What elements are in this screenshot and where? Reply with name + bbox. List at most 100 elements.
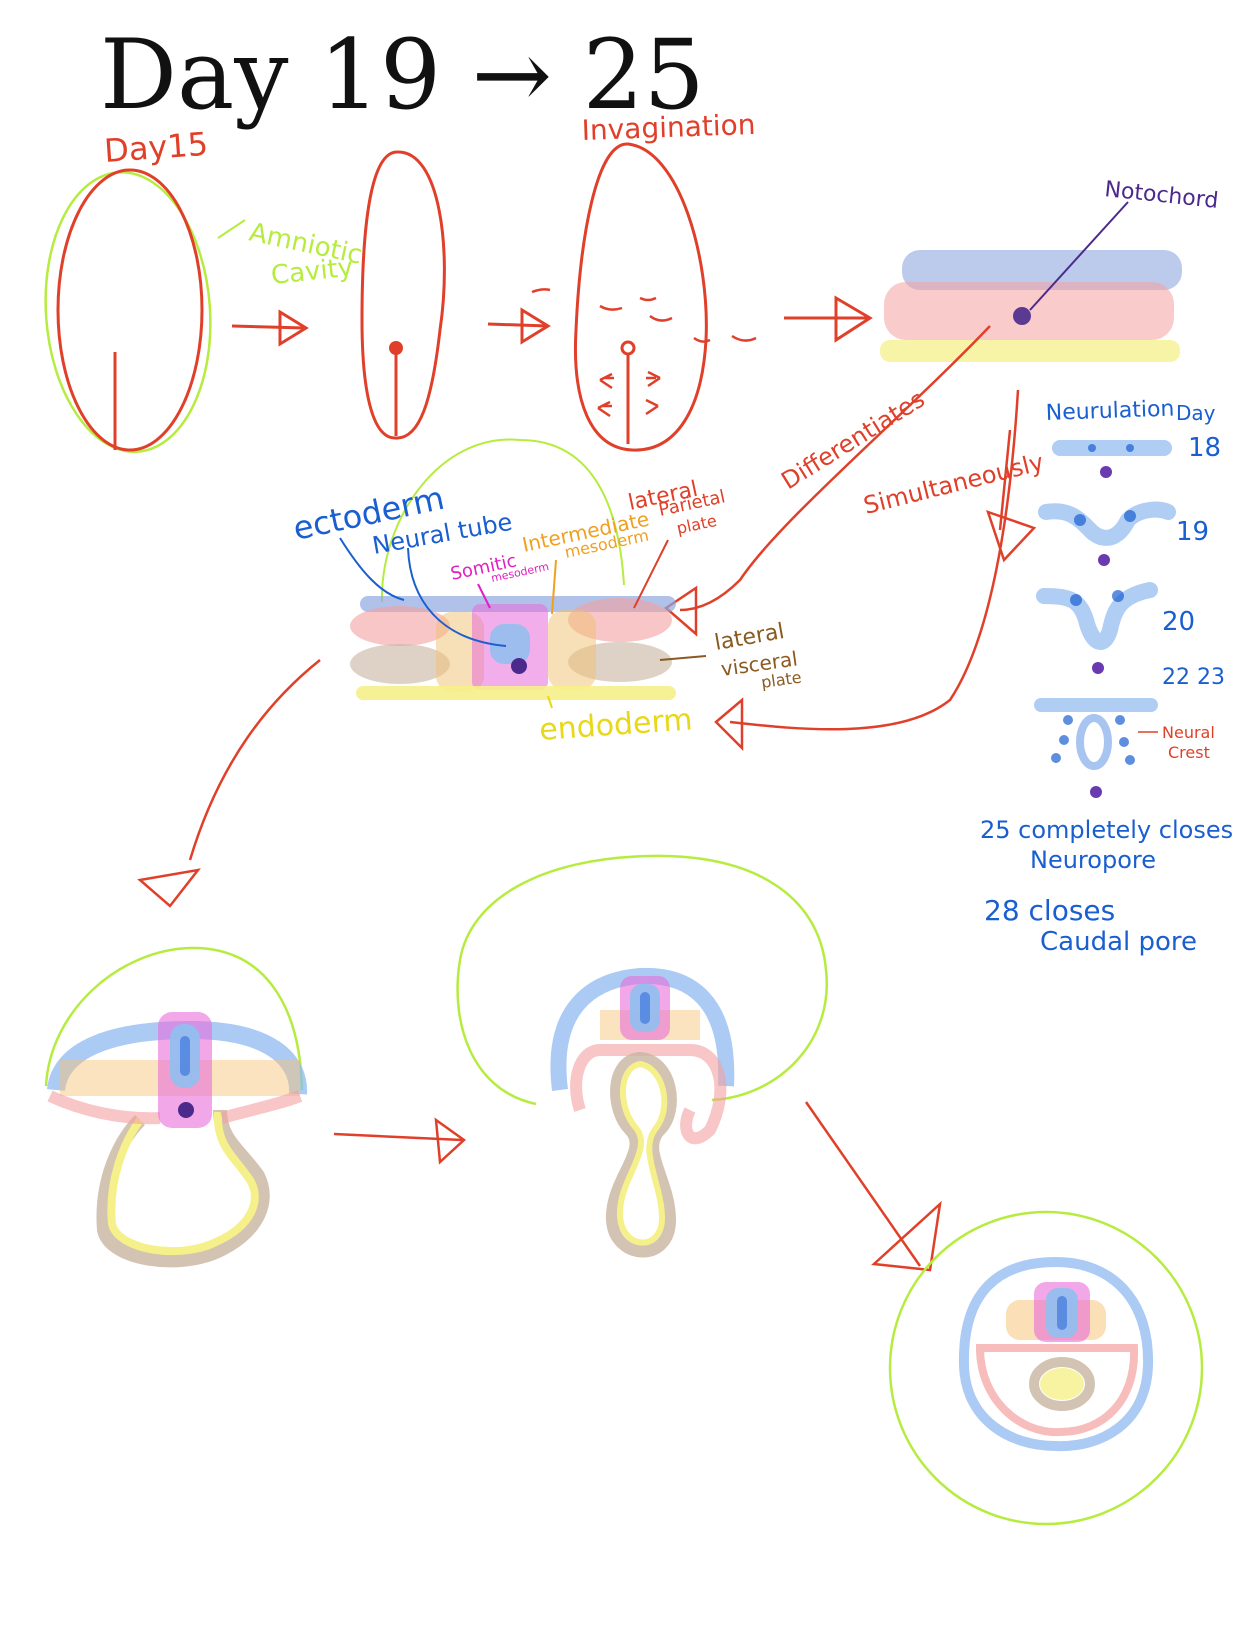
primitive-node-dot	[389, 341, 403, 355]
stage-day-22-23: 22 23 Neural Crest	[1034, 665, 1225, 798]
plate-dot-18b	[1126, 444, 1134, 452]
invagination-dashes	[531, 288, 757, 343]
visceral-mesoderm-left	[350, 644, 450, 684]
flow-arrow-stage	[333, 1117, 466, 1165]
notochord-pointer	[1029, 201, 1129, 311]
notochord-dot	[1013, 307, 1031, 325]
notochord-label: Notochord	[1103, 177, 1219, 214]
flow-arrow-1	[231, 309, 309, 347]
fold-arrow	[188, 659, 321, 861]
stage2-amnion	[456, 854, 829, 1106]
flow-arrow-3	[784, 295, 873, 343]
neural-groove-20	[1036, 582, 1158, 650]
stage-day-20: 20	[1036, 582, 1195, 674]
notochord-20	[1092, 662, 1104, 674]
crest-dot-6	[1125, 755, 1135, 765]
neural-groove-19	[1038, 501, 1176, 546]
stage1-neural-lumen	[180, 1036, 190, 1076]
fold-dot-20b	[1112, 590, 1124, 602]
folding-stage-1	[44, 946, 308, 1268]
stage1-somatic-pink	[47, 1090, 303, 1125]
neurulation-arrow	[986, 429, 1037, 563]
cavity-label: Cavity	[270, 253, 355, 291]
stage2-yolk-inner	[616, 1060, 668, 1246]
neurulation-heading: Neurulation	[1045, 397, 1174, 426]
stage2-body-wall	[570, 1044, 727, 1145]
amniotic-pointer	[217, 219, 246, 239]
day15-embryonic-disc	[44, 168, 212, 454]
stage2-yolk-outer	[605, 1051, 677, 1258]
ectoderm-layer	[902, 250, 1182, 290]
flow-arrow-final	[804, 1101, 942, 1272]
parietal-mesoderm-left	[350, 606, 450, 646]
section-endoderm	[356, 686, 676, 700]
stage3-body-wall	[975, 1344, 1139, 1437]
endoderm-label: endoderm	[538, 702, 693, 748]
stage1-yolk-inner	[107, 1111, 259, 1256]
differentiates-arrowhead	[663, 585, 698, 637]
neural-tube-pointer	[407, 547, 507, 647]
differentiates-label: Differentiates	[776, 385, 929, 495]
crest-dot-4	[1119, 737, 1129, 747]
section-notochord	[511, 658, 527, 674]
somitic-pointer	[477, 583, 491, 609]
migrating-cell-arrows	[597, 370, 661, 418]
endoderm-layer	[880, 340, 1180, 362]
neural-crest-label-2: Crest	[1168, 743, 1210, 762]
intermediate-mesoderm-right	[548, 610, 596, 690]
stage-day-18: 18	[1052, 433, 1221, 478]
note2-line1: 28 closes	[984, 894, 1115, 927]
stage3-ectoderm	[958, 1256, 1154, 1452]
amnion-arc	[380, 438, 625, 603]
note1-line1: 25 completely closes	[980, 816, 1233, 844]
day-label-19: 19	[1176, 517, 1209, 547]
stage2-neural-lumen	[640, 992, 650, 1024]
day-label-22-23: 22 23	[1162, 665, 1225, 690]
fold-dot-19b	[1124, 510, 1136, 522]
stage3-gut-inner	[1040, 1368, 1084, 1400]
endoderm-pointer	[547, 695, 553, 709]
neurulation-day-word: Day	[1176, 401, 1216, 425]
stage1-amnion	[44, 946, 304, 1091]
surface-ectoderm-22	[1034, 698, 1158, 712]
folding-stage-3	[888, 1210, 1204, 1526]
crest-dot-1	[1063, 715, 1073, 725]
page-title: Day 19 → 25	[100, 19, 705, 131]
stage3-amnion	[888, 1210, 1204, 1526]
stage-day-19: 19	[1038, 501, 1209, 566]
invagination-label: Invagination	[581, 108, 756, 147]
simultaneously-arrow	[729, 389, 1020, 731]
crest-dot-2	[1115, 715, 1125, 725]
neurulation-sequence: Neurulation Day 18 19 20 22 23	[980, 397, 1233, 957]
note1-line2: Neuropore	[1030, 846, 1156, 874]
simultaneously-arrowhead	[714, 697, 744, 752]
amniotic-cavity-outline	[44, 170, 212, 454]
notochord-19	[1098, 554, 1110, 566]
differentiates-arrow	[679, 325, 991, 612]
day15-disc-outline	[56, 168, 204, 452]
stage1-yolk-outer	[96, 1109, 270, 1268]
disc3-outline	[573, 142, 708, 452]
fold-arrowhead	[137, 868, 201, 908]
note2-line2: Caudal pore	[1040, 927, 1197, 957]
neural-tube	[490, 624, 530, 664]
notochord-18	[1100, 466, 1112, 478]
crest-dot-5	[1051, 753, 1061, 763]
intermediate-pointer	[551, 559, 557, 615]
day-label-18: 18	[1188, 433, 1221, 463]
day-label-20: 20	[1162, 607, 1195, 637]
flow-arrow-2	[487, 307, 551, 345]
stage1-notochord	[178, 1102, 194, 1118]
neural-crest-label-1: Neural	[1162, 723, 1215, 742]
folding-stage-2	[456, 854, 829, 1258]
stage3-gut-outer	[1029, 1357, 1095, 1411]
parietal-pointer	[633, 539, 669, 609]
neural-tube-22	[1076, 714, 1112, 770]
stage3-neural-lumen	[1057, 1296, 1067, 1330]
fold-dot-20a	[1070, 594, 1082, 606]
primitive-node-disc	[360, 150, 446, 440]
plate-dot-18a	[1088, 444, 1096, 452]
visceral-pointer	[659, 655, 707, 661]
neural-plate-18	[1052, 440, 1172, 456]
